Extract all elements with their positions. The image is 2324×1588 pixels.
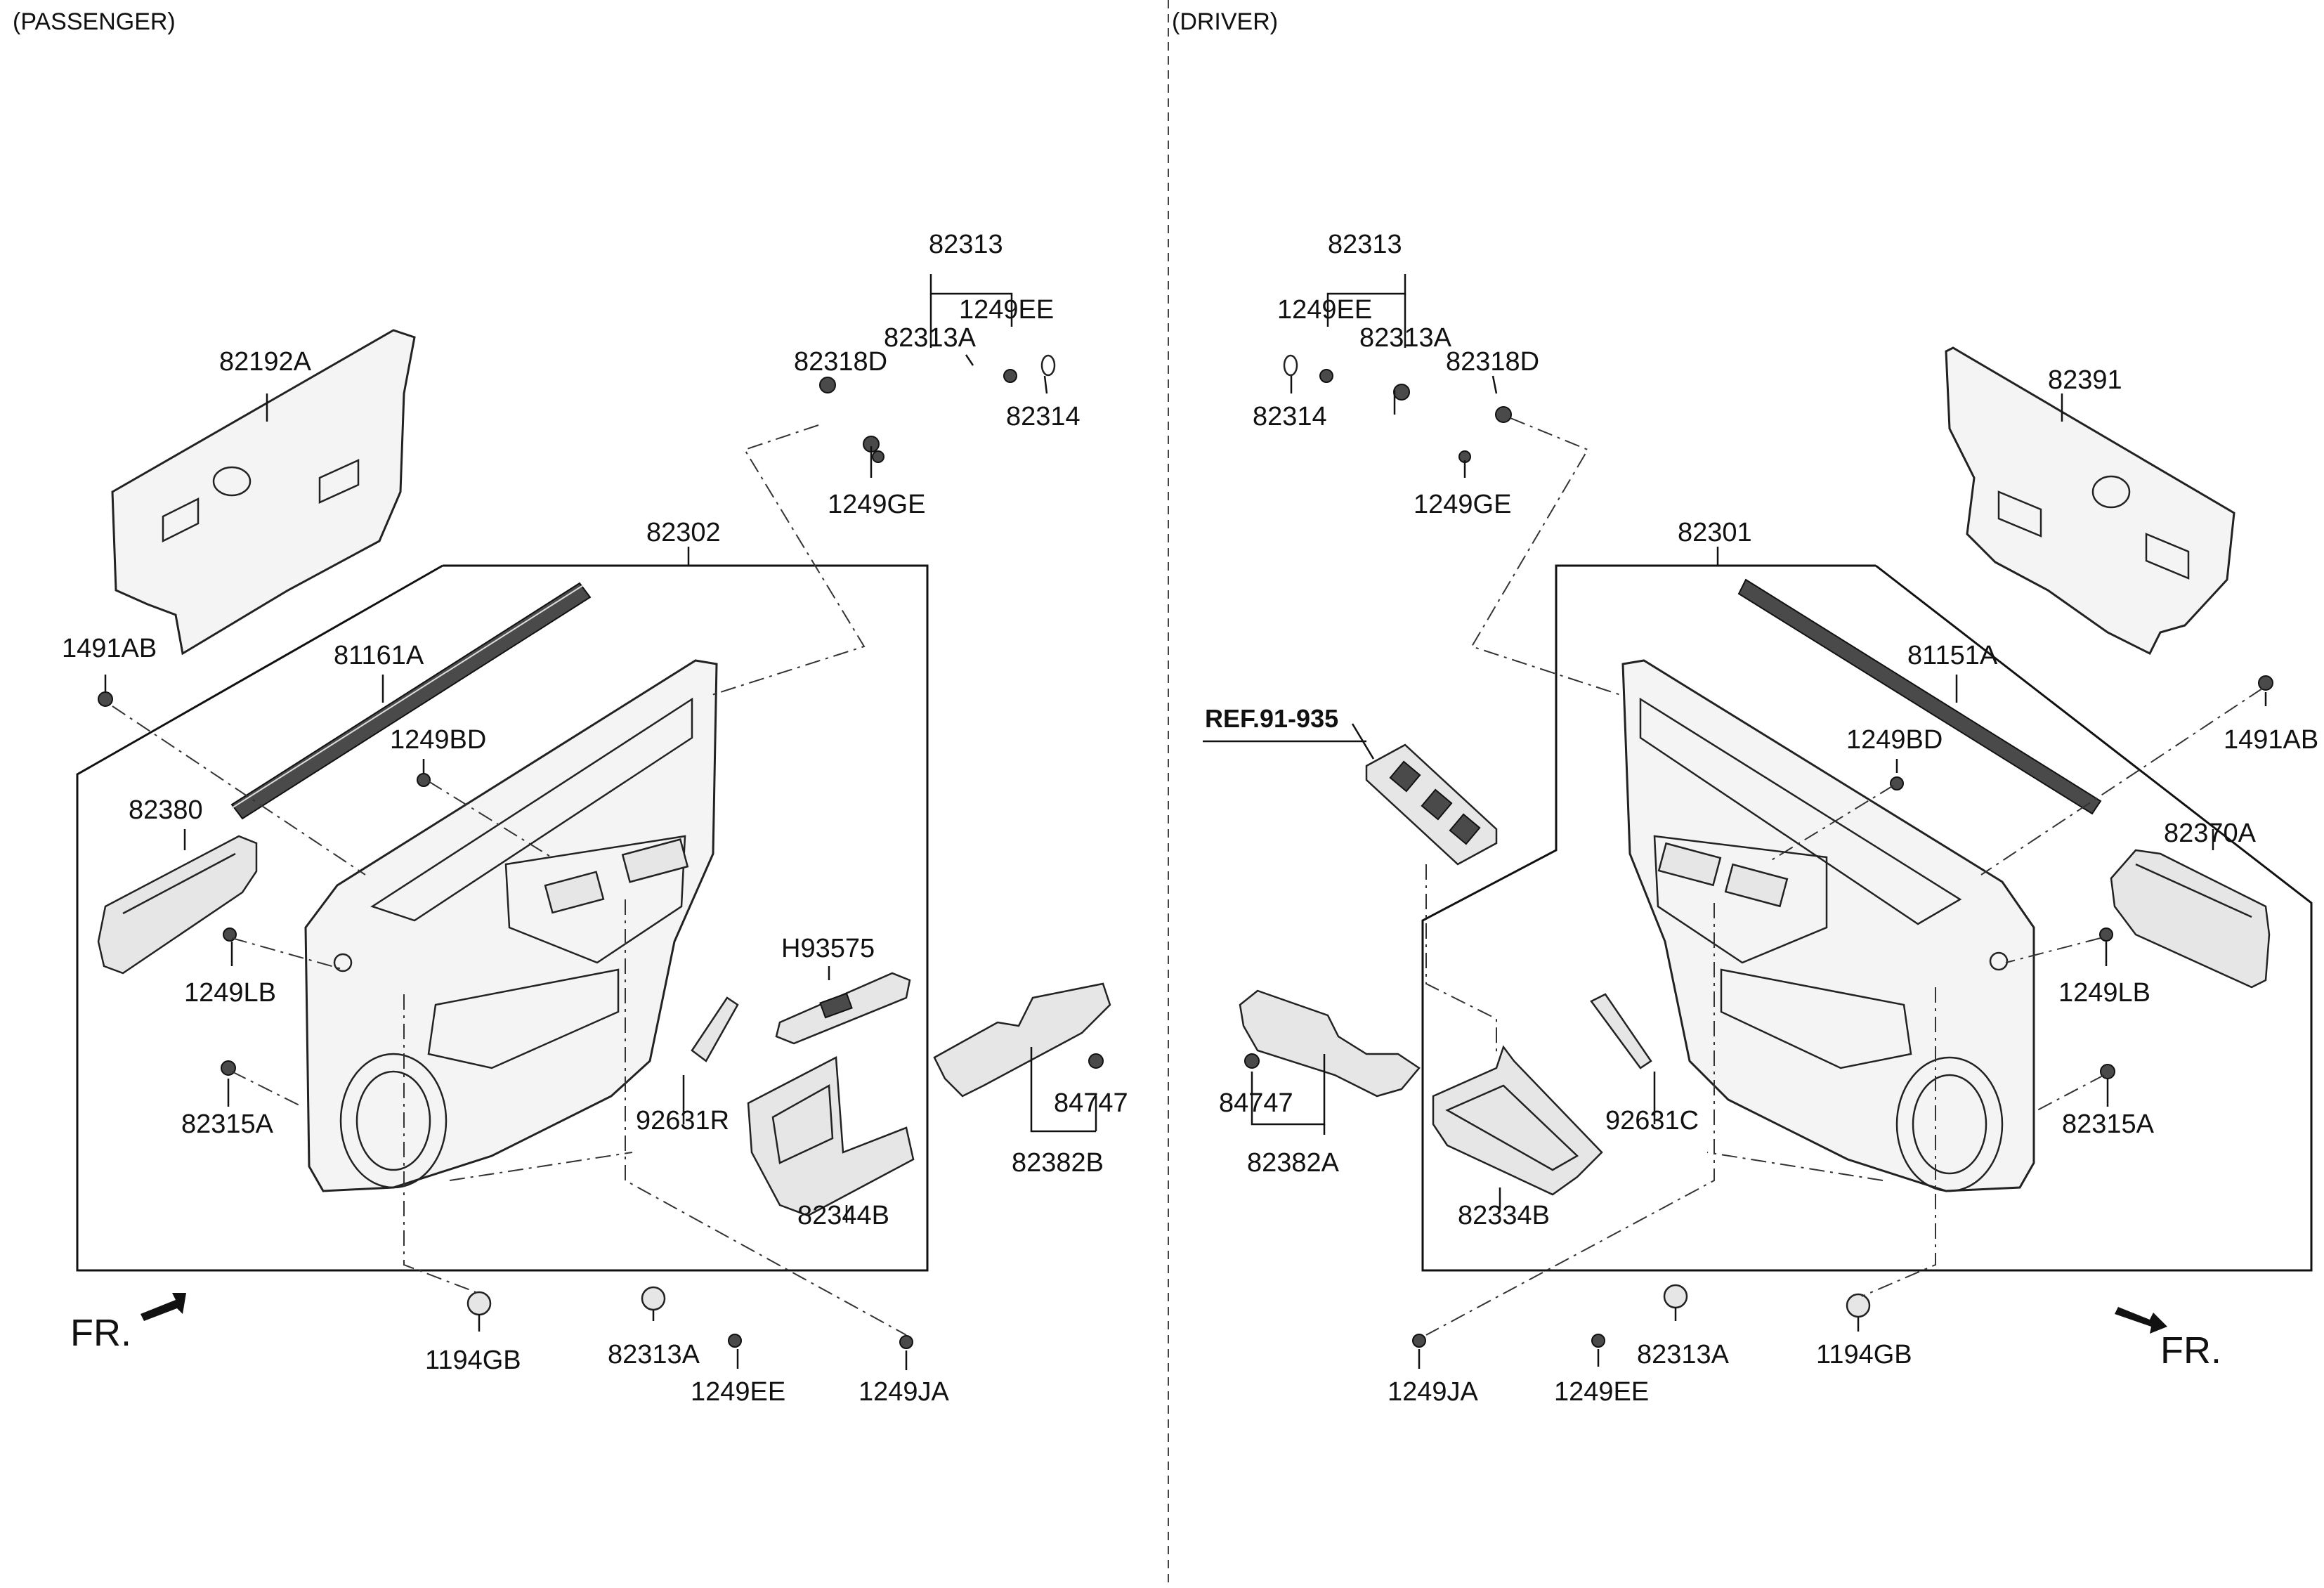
label-82318D: 82318D (794, 347, 887, 377)
label-82313: 82313 (929, 230, 1003, 259)
driver-door-trim-panel (1621, 659, 2035, 1192)
label-d-82370A: 82370A (2164, 819, 2257, 848)
passenger-armrest-trim (933, 982, 1111, 1098)
passenger-insulation-panel (111, 329, 416, 656)
label-1249EE-top: 1249EE (959, 295, 1054, 325)
passenger-fasteners (98, 354, 1104, 1349)
driver-fr-arrow-icon (2115, 1307, 2167, 1334)
driver-pull-handle (2110, 849, 2271, 989)
label-82380: 82380 (129, 795, 203, 825)
label-d-1249EE-top: 1249EE (1277, 295, 1372, 325)
driver-master-switch (1365, 743, 1498, 866)
section-header-passenger: (PASSENGER) (13, 8, 176, 35)
driver-leader-lines (1203, 274, 2267, 1369)
passenger-lamp (691, 996, 739, 1062)
passenger-fr-label: FR. (70, 1312, 131, 1354)
label-82344B: 82344B (797, 1201, 889, 1230)
passenger-belt-molding (230, 582, 592, 820)
label-81161A: 81161A (334, 641, 424, 670)
label-1249EE-bottom: 1249EE (691, 1377, 785, 1407)
passenger-fr-arrow-icon (141, 1293, 186, 1321)
passenger-pull-handle (97, 835, 258, 975)
label-d-82382A: 82382A (1247, 1148, 1340, 1178)
label-1249LB: 1249LB (184, 978, 276, 1008)
label-1491AB: 1491AB (62, 634, 157, 663)
label-82314: 82314 (1006, 402, 1081, 431)
driver-assembly-box (1421, 564, 2313, 1272)
label-d-1249BD: 1249BD (1846, 725, 1943, 755)
driver-fasteners (1244, 354, 2273, 1348)
label-d-82313A-top: 82313A (1359, 323, 1452, 353)
driver-projection-lines (1425, 417, 2263, 1336)
label-d-1249JA: 1249JA (1388, 1377, 1479, 1407)
label-d-81151A: 81151A (1907, 641, 1998, 670)
label-82313A-bottom: 82313A (608, 1340, 700, 1369)
label-d-92631C: 92631C (1605, 1106, 1699, 1135)
passenger-projection-lines (112, 424, 907, 1336)
label-d-1491AB: 1491AB (2224, 725, 2318, 755)
label-82313A-top: 82313A (884, 323, 977, 353)
label-d-84747: 84747 (1219, 1088, 1293, 1118)
label-d-82315A: 82315A (2062, 1109, 2155, 1139)
driver-insulation-panel (1945, 346, 2235, 656)
passenger-side: FR. 82313 1249EE 82313A 82318D 82314 124… (62, 230, 1128, 1407)
label-1194GB: 1194GB (425, 1346, 521, 1375)
driver-side: FR. 82313 1249EE 82313A 82318D 82314 124… (1203, 230, 2318, 1407)
label-82382B: 82382B (1012, 1148, 1104, 1178)
label-d-1194GB: 1194GB (1816, 1340, 1912, 1369)
passenger-leader-lines (104, 274, 1097, 1370)
driver-armrest-bezel (1432, 1045, 1603, 1196)
label-d-82318D: 82318D (1446, 347, 1539, 377)
label-d-REF-91-935[interactable]: REF.91-935 (1205, 704, 1338, 733)
driver-lamp (1590, 993, 1652, 1069)
label-1249JA: 1249JA (859, 1377, 950, 1407)
label-d-1249GE: 1249GE (1414, 490, 1511, 519)
label-d-1249LB: 1249LB (2058, 978, 2150, 1008)
label-d-1249EE-bottom: 1249EE (1554, 1377, 1649, 1407)
label-1249GE: 1249GE (828, 490, 925, 519)
driver-armrest-trim (1239, 989, 1421, 1098)
driver-belt-molding (1737, 578, 2102, 815)
passenger-door-trim-panel (304, 659, 718, 1192)
label-H93575: H93575 (781, 934, 875, 963)
label-d-82391: 82391 (2048, 365, 2122, 395)
label-1249BD: 1249BD (390, 725, 486, 755)
label-d-82313: 82313 (1328, 230, 1402, 259)
label-d-82314: 82314 (1253, 402, 1327, 431)
passenger-assembly-box (76, 564, 929, 1272)
section-header-driver: (DRIVER) (1172, 8, 1278, 35)
label-82302: 82302 (646, 518, 721, 547)
label-d-82313A-bottom: 82313A (1637, 1340, 1730, 1369)
label-82192A: 82192A (219, 347, 312, 377)
label-d-82334B: 82334B (1458, 1201, 1550, 1230)
label-84747: 84747 (1054, 1088, 1128, 1118)
label-82315A: 82315A (181, 1109, 274, 1139)
passenger-window-switch (775, 972, 911, 1045)
label-92631R: 92631R (636, 1106, 729, 1135)
passenger-armrest-bezel (747, 1056, 915, 1217)
driver-fr-label: FR. (2160, 1329, 2221, 1372)
label-d-82301: 82301 (1678, 518, 1752, 547)
